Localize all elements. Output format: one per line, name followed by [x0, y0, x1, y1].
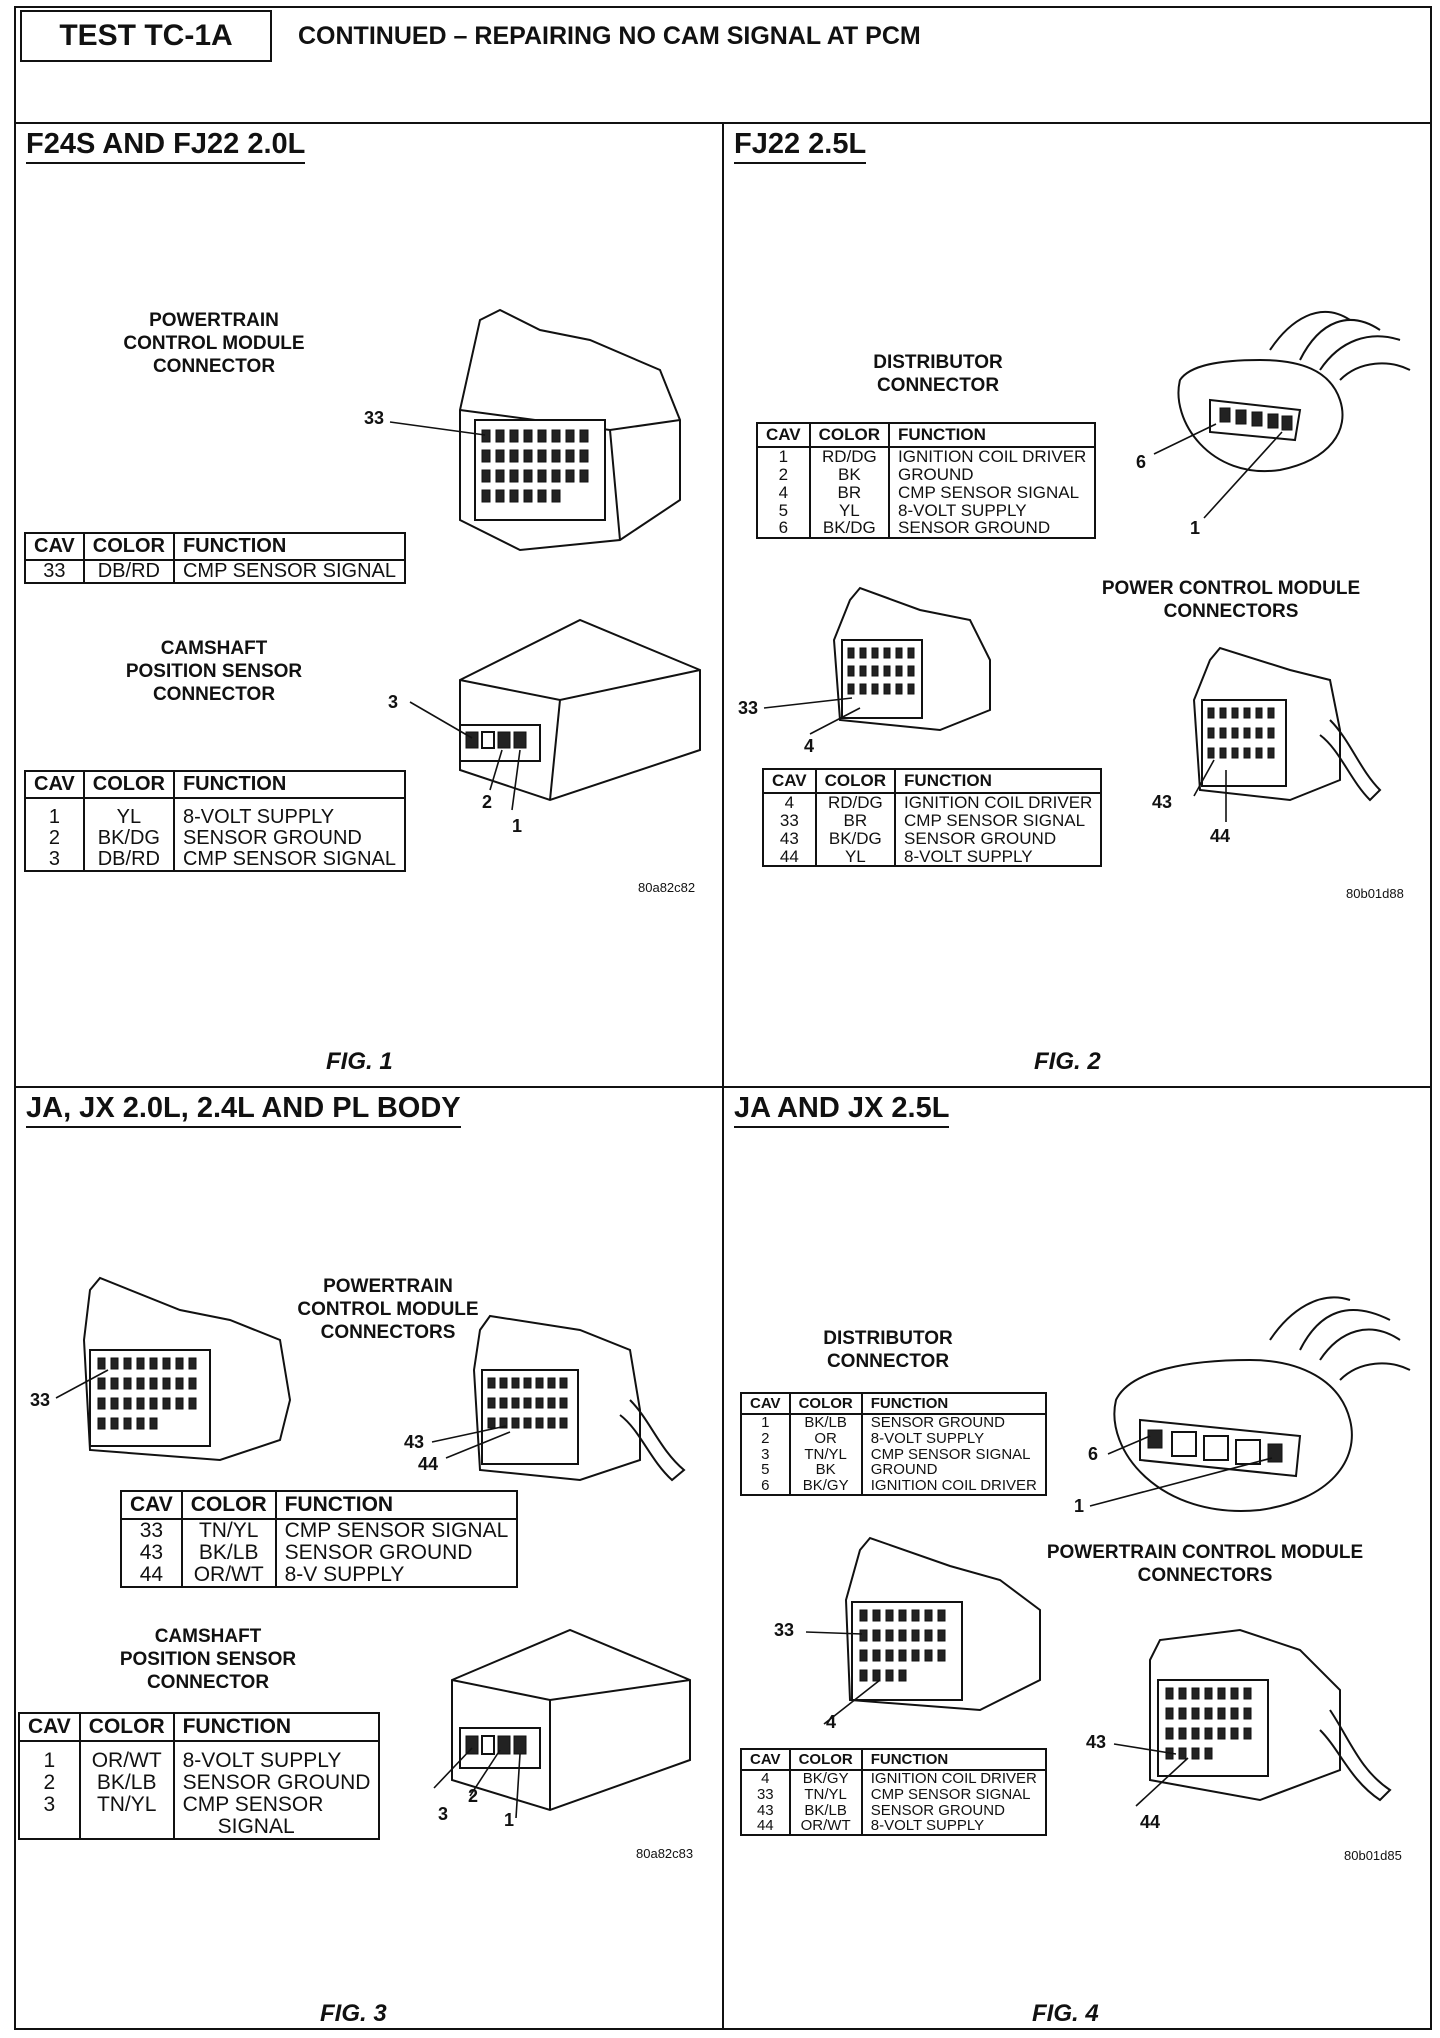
pcm-connectors-label: POWER CONTROL MODULE CONNECTORS: [1101, 578, 1361, 622]
pin-label: 2: [468, 1786, 479, 1806]
distributor-connector-label: DISTRIBUTOR CONNECTOR: [823, 1328, 953, 1372]
cmp-connector-drawing: [409, 618, 701, 811]
pin-label: 43: [404, 1432, 425, 1452]
pcm-connectors-label: POWERTRAIN CONTROL MODULE CONNECTORS: [1046, 1542, 1364, 1586]
figure-code: 80b01d88: [1346, 886, 1404, 901]
pcm-connector-drawing: [431, 1314, 686, 1482]
distributor-connector-label: DISTRIBUTOR CONNECTOR: [873, 352, 1003, 396]
section-title: F24S AND FJ22 2.0L: [26, 128, 306, 164]
pin-label: 33: [774, 1620, 795, 1640]
figure-code: 80a82c83: [636, 1846, 694, 1861]
pin-label: 1: [504, 1810, 515, 1830]
pin-label: 33: [30, 1390, 51, 1410]
pin-label: 44: [1140, 1812, 1161, 1832]
pin-label: 1: [1074, 1496, 1085, 1516]
pcm-connector-drawing: [55, 1276, 292, 1462]
pcm-connector-drawing: [805, 1536, 1041, 1725]
pcm-connector-drawing: [1192, 646, 1382, 822]
pcm-connectors-label: POWERTRAIN CONTROL MODULE CONNECTORS: [297, 1276, 479, 1343]
cmp-connector-label: CAMSHAFT POSITION SENSOR CONNECTOR: [125, 638, 303, 705]
pin-label: 44: [1210, 826, 1231, 846]
pin-label: 6: [1136, 452, 1147, 472]
section-title: FJ22 2.5L: [734, 128, 867, 164]
pin-label: 33: [738, 698, 759, 718]
pin-label: 4: [804, 736, 815, 756]
pcm-connector-label: POWERTRAIN CONTROL MODULE CONNECTOR: [123, 310, 305, 377]
pin-label: 2: [482, 792, 493, 812]
section-title: JA AND JX 2.5L: [734, 1092, 950, 1128]
pin-label: 43: [1152, 792, 1173, 812]
pin-label: 1: [1190, 518, 1201, 538]
figure-label: FIG. 1: [326, 1048, 393, 1075]
pin-label: 3: [438, 1804, 449, 1824]
distributor-connector-drawing: [1153, 310, 1411, 519]
pcm-connector-drawing: [1113, 1628, 1392, 1807]
page-title: CONTINUED – REPAIRING NO CAM SIGNAL AT P…: [298, 22, 921, 50]
pcm-connector-drawing: [763, 586, 991, 735]
pcm-connector-drawing: [389, 308, 681, 552]
pin-label: 43: [1086, 1732, 1107, 1752]
pin-label: 6: [1088, 1444, 1099, 1464]
test-id: TEST TC-1A: [20, 10, 272, 62]
figure-code: 80b01d85: [1344, 1848, 1402, 1863]
pin-label: 1: [512, 816, 523, 836]
figure-code: 80a82c82: [638, 880, 696, 895]
column-divider: [722, 122, 724, 2030]
distributor-connector-drawing: [1089, 1296, 1411, 1512]
cmp-connector-label: CAMSHAFT POSITION SENSOR CONNECTOR: [119, 1626, 297, 1693]
figure-label: FIG. 4: [1032, 2000, 1099, 2027]
section-title: JA, JX 2.0L, 2.4L AND PL BODY: [26, 1092, 461, 1128]
pin-label: 33: [364, 408, 385, 428]
pin-label: 3: [388, 692, 399, 712]
pin-label: 44: [418, 1454, 439, 1474]
cmp-connector-drawing: [433, 1628, 691, 1819]
figure-label: FIG. 3: [320, 2000, 387, 2027]
figure-label: FIG. 2: [1034, 1048, 1101, 1075]
pin-label: 4: [826, 1712, 837, 1732]
